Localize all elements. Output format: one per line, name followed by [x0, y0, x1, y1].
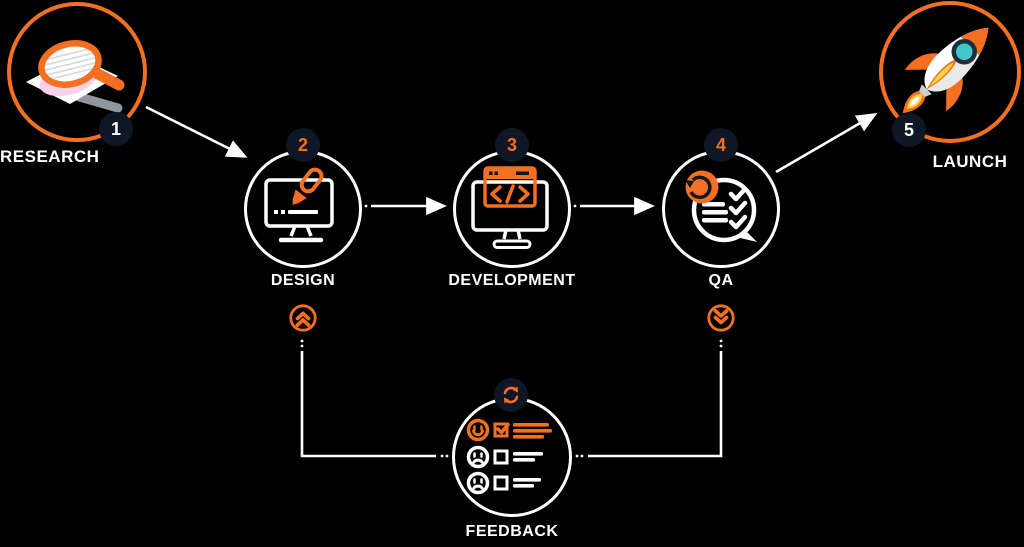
feedback-loop-badge	[494, 378, 528, 412]
magnifier-icon	[26, 40, 125, 113]
connector-design-feedback	[300, 339, 449, 458]
chevron-down-circle-icon	[707, 304, 735, 332]
rating-happy-row	[466, 418, 552, 442]
connector-research-design	[145, 105, 248, 158]
launch-ring	[879, 1, 1021, 143]
step-number-badge: 4	[704, 128, 738, 162]
step-label-design: DESIGN	[270, 272, 336, 289]
feedback-ratings-icon	[466, 418, 552, 495]
sync-icon	[503, 386, 519, 404]
monitor-paintbrush-icon	[264, 167, 334, 243]
step-number: 5	[903, 119, 914, 140]
step-number: 4	[715, 134, 726, 155]
connector-qa-feedback	[575, 339, 723, 458]
chevron-up-circle-icon	[289, 304, 317, 332]
rating-neutral-row	[466, 445, 543, 469]
step-label-launch: LAUNCH	[932, 152, 1008, 171]
rocket-icon	[902, 27, 989, 114]
step-number-badge: 5	[892, 113, 926, 147]
monitor-code-icon	[471, 166, 549, 249]
step-label-development: DEVELOPMENT	[448, 272, 576, 289]
rating-sad-row	[466, 471, 541, 495]
step-number-badge: 1	[99, 112, 133, 146]
step-label-qa: QA	[708, 272, 734, 289]
step-number: 3	[506, 134, 517, 155]
step-label-feedback: FEEDBACK	[465, 523, 559, 540]
connector-qa-launch	[775, 113, 878, 174]
step-number: 2	[297, 134, 308, 155]
connector-design-development	[364, 196, 447, 216]
connector-development-qa	[573, 196, 655, 216]
step-number-badge: 2	[286, 128, 320, 162]
step-label-research: RESEARCH	[0, 147, 100, 166]
step-number-badge: 3	[495, 128, 529, 162]
step-number: 1	[110, 118, 121, 139]
research-ring	[7, 2, 147, 142]
speech-bubble-checklist-icon	[685, 170, 757, 243]
